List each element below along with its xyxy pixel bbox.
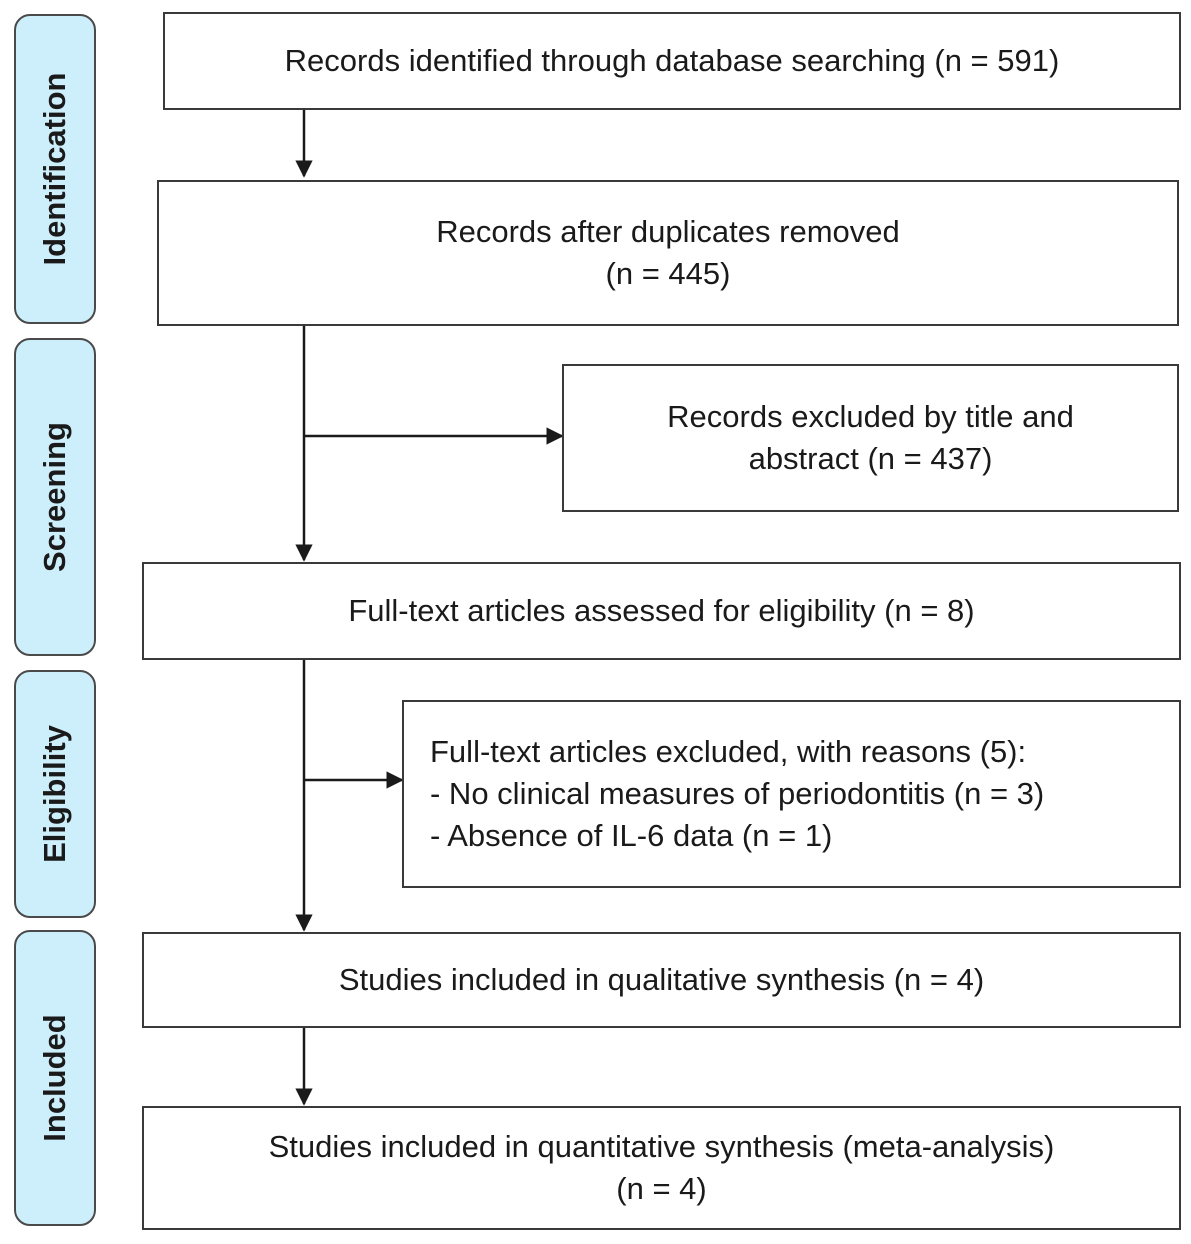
box-records-identified: Records identified through database sear… (163, 12, 1181, 110)
fulltext-assessed-text: Full-text articles assessed for eligibil… (348, 593, 975, 629)
phase-included: Included (14, 930, 96, 1226)
after-duplicates-count: (n = 445) (605, 256, 731, 291)
records-identified-text: Records identified through database sear… (284, 43, 1060, 79)
box-after-duplicates: Records after duplicates removed (n = 44… (157, 180, 1179, 326)
quantitative-synthesis-text: Studies included in quantitative synthes… (268, 1129, 1055, 1165)
qualitative-synthesis-text: Studies included in qualitative synthesi… (338, 962, 985, 998)
box-qualitative-synthesis: Studies included in qualitative synthesi… (142, 932, 1181, 1028)
phase-eligibility: Eligibility (14, 670, 96, 918)
fulltext-excluded-reason-2: - Absence of IL-6 data (n = 1) (430, 817, 833, 853)
after-duplicates-text: Records after duplicates removed (436, 214, 900, 250)
excluded-title-count: abstract (n = 437) (748, 441, 993, 476)
phase-identification: Identification (14, 14, 96, 324)
box-excluded-title-abstract: Records excluded by title and abstract (… (562, 364, 1179, 512)
box-fulltext-assessed: Full-text articles assessed for eligibil… (142, 562, 1181, 660)
phase-screening: Screening (14, 338, 96, 656)
quantitative-synthesis-count: (n = 4) (616, 1171, 707, 1206)
fulltext-excluded-heading: Full-text articles excluded, with reason… (430, 734, 1027, 770)
excluded-title-text: Records excluded by title and (667, 399, 1074, 435)
box-fulltext-excluded: Full-text articles excluded, with reason… (402, 700, 1181, 888)
fulltext-excluded-reason-1: - No clinical measures of periodontitis … (430, 776, 1045, 812)
box-quantitative-synthesis: Studies included in quantitative synthes… (142, 1106, 1181, 1230)
